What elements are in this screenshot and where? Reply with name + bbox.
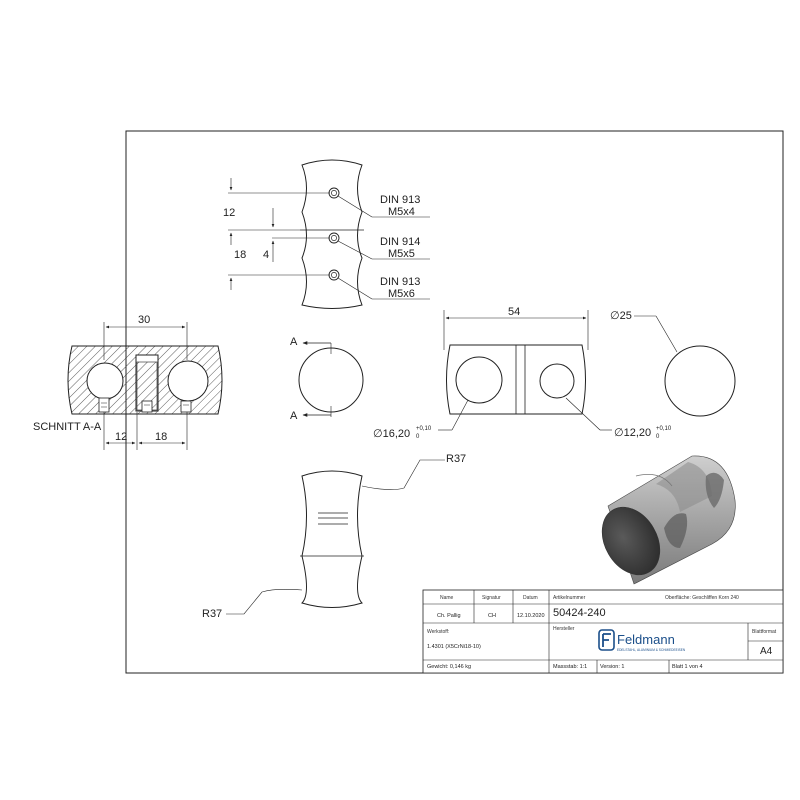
side-view: 12 18 4 DIN 913 M5x4 DIN 914 M5x5 DIN 91…	[223, 159, 430, 309]
set-screw-hole-3	[328, 269, 340, 281]
set-screw-hole-2	[328, 232, 340, 244]
tb-blattformat-label: Blattformat	[752, 629, 777, 635]
tb-artikelnummer-label: Artikelnummer	[553, 595, 586, 601]
section-mark-top: A	[290, 336, 298, 348]
tb-signatur-value: CH	[488, 613, 496, 619]
tb-oberflaeche: Oberfläche: Geschliffen Korn 240	[665, 595, 739, 601]
section-mark-bottom: A	[290, 410, 298, 422]
outer-diameter-circle	[664, 345, 736, 417]
section-label: SCHNITT A-A	[33, 421, 102, 433]
callout-3-line1: DIN 913	[380, 276, 420, 288]
front-view-body	[446, 344, 586, 415]
tb-datum-value: 12.10.2020	[517, 613, 545, 619]
tol-small-minus: 0	[656, 434, 660, 440]
title-block: Name Signatur Datum Artikelnummer Oberfl…	[422, 589, 784, 674]
dim-18-section: 18	[155, 431, 167, 443]
top-view: R37 R37	[202, 453, 466, 620]
tol-large-minus: 0	[416, 434, 420, 440]
section-a-a: 30 12 18 SCHNITT A-A	[33, 314, 223, 450]
dim-hole-small: ∅12,20	[614, 427, 651, 439]
hole-small	[539, 363, 575, 399]
tol-large-plus: +0,10	[416, 426, 432, 432]
callout-2-line2: M5x5	[388, 248, 415, 260]
tol-small-plus: +0,10	[656, 426, 672, 432]
dim-12-side: 12	[223, 207, 235, 219]
callout-1-line1: DIN 913	[380, 194, 420, 206]
dim-4-side: 4	[263, 249, 269, 261]
end-view: A A	[290, 336, 364, 422]
dim-18-side: 18	[234, 249, 246, 261]
tb-col-signatur: Signatur	[482, 595, 501, 601]
tb-massstab: Massstab: 1:1	[553, 664, 587, 670]
end-view-circle	[298, 347, 364, 413]
hole-large	[455, 356, 503, 404]
tb-col-datum: Datum	[523, 595, 538, 601]
tb-col-name: Name	[440, 595, 454, 601]
tb-hersteller-label: Hersteller	[553, 626, 575, 632]
circle-view: ∅25	[610, 310, 736, 417]
callout-1-line2: M5x4	[388, 206, 415, 218]
top-view-body	[301, 470, 363, 608]
tb-name-value: Ch. Pallig	[437, 613, 461, 619]
tb-artikelnummer: 50424-240	[553, 607, 606, 619]
callout-2-line1: DIN 914	[380, 236, 420, 248]
dim-r37-bottom: R37	[202, 608, 222, 620]
dim-12-section: 12	[115, 431, 127, 443]
callout-3-line2: M5x6	[388, 288, 415, 300]
tb-gewicht: Gewicht: 0,146 kg	[427, 664, 471, 670]
tb-blattformat-value: A4	[760, 646, 773, 657]
feldmann-logo-icon	[598, 629, 615, 651]
isometric-render	[601, 455, 736, 585]
set-screw-hole-1	[328, 187, 340, 199]
tb-brand: Feldmann	[617, 632, 675, 647]
dim-r37-top: R37	[446, 453, 466, 465]
tb-version: Version: 1	[600, 664, 624, 670]
side-view-body	[301, 159, 363, 309]
tb-brand-tagline: EDELSTAHL, ALUMINIUM & SCHMIEDEEISEN	[617, 648, 686, 652]
cylinder-end-cap	[601, 506, 661, 576]
tb-werkstoff-value: 1.4301 (X5CrNi18-10)	[427, 644, 481, 650]
dim-diameter-25: ∅25	[610, 310, 632, 322]
front-view: 54 ∅16,20 +0,10 0 ∅12,20 +0,10 0	[373, 306, 672, 440]
dim-54: 54	[508, 306, 520, 318]
tb-blatt: Blatt 1 von 4	[672, 664, 703, 670]
tb-werkstoff-label: Werkstoff:	[427, 629, 449, 635]
dim-hole-large: ∅16,20	[373, 428, 410, 440]
dim-30: 30	[138, 314, 150, 326]
